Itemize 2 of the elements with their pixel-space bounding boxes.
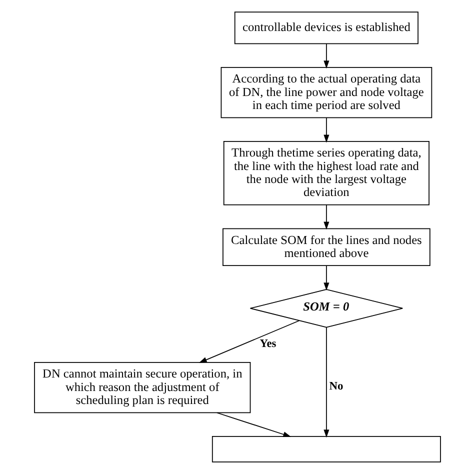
edge-label: No — [328, 380, 343, 393]
edge-label: Yes — [259, 338, 276, 350]
